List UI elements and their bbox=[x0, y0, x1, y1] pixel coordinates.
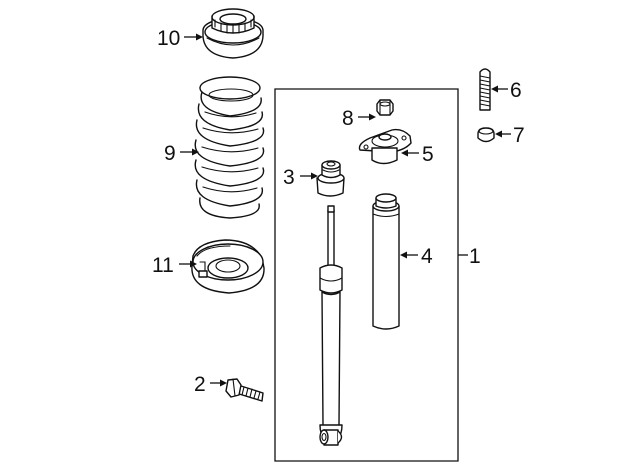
callout-5: 5 bbox=[422, 143, 434, 166]
callout-7: 7 bbox=[513, 124, 525, 147]
callout-1: 1 bbox=[469, 245, 481, 268]
arrowhead-2 bbox=[220, 379, 227, 387]
arrowhead-3 bbox=[311, 172, 318, 180]
arrowhead-9 bbox=[192, 148, 199, 156]
threaded-stud bbox=[479, 68, 491, 111]
mounting-bolt bbox=[225, 378, 264, 402]
callout-3: 3 bbox=[283, 166, 295, 189]
shock-absorber bbox=[319, 205, 343, 446]
assembly-group-box bbox=[274, 88, 459, 462]
callout-8: 8 bbox=[342, 107, 354, 130]
arrowhead-4 bbox=[400, 251, 407, 259]
arrowhead-10 bbox=[196, 33, 203, 41]
callout-6: 6 bbox=[510, 79, 522, 102]
upper-mount-nut bbox=[376, 99, 394, 116]
callout-9: 9 bbox=[164, 142, 176, 165]
arrowhead-5 bbox=[401, 149, 408, 157]
spring-lower-seat bbox=[191, 239, 265, 294]
arrowhead-8 bbox=[369, 113, 376, 121]
callout-11: 11 bbox=[152, 254, 174, 277]
arrowhead-6 bbox=[491, 85, 498, 93]
callout-4: 4 bbox=[421, 245, 433, 268]
arrowhead-7 bbox=[495, 130, 502, 138]
bump-stop bbox=[316, 160, 345, 197]
cap-nut bbox=[477, 127, 495, 143]
dust-boot bbox=[372, 193, 400, 330]
arrowhead-11 bbox=[190, 260, 197, 268]
upper-strut-mount bbox=[358, 128, 412, 165]
coil-spring bbox=[194, 76, 265, 219]
callout-10: 10 bbox=[157, 27, 180, 50]
spring-upper-seat bbox=[202, 8, 264, 59]
callout-2: 2 bbox=[194, 373, 206, 396]
